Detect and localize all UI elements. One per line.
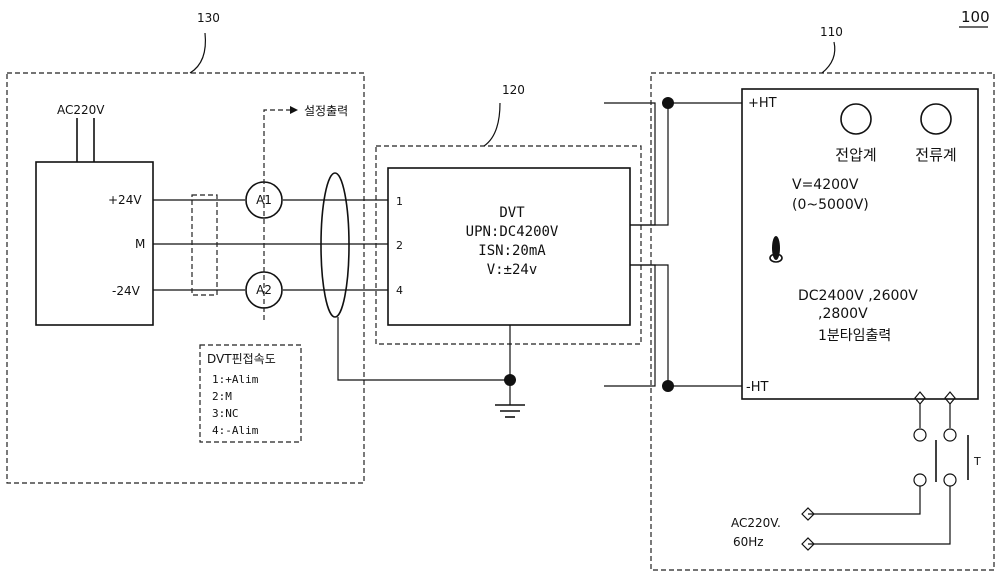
ground-junction — [504, 374, 516, 386]
contact-right-bottom — [944, 474, 956, 486]
wire-ht-plus — [630, 103, 742, 225]
cable-bundle — [321, 173, 349, 317]
pin-legend-item-2: 2:M — [212, 390, 232, 403]
ac-label-1: AC220V. — [731, 516, 781, 530]
contact-left-bottom — [914, 474, 926, 486]
wire-ac-1 — [808, 486, 920, 514]
ht-minus-label: -HT — [746, 380, 768, 395]
wire-ht-minus — [630, 265, 742, 386]
block-120-leader — [484, 103, 500, 146]
block-130-border — [7, 73, 364, 483]
voltmeter-label: 전압계 — [835, 146, 876, 164]
output-options-2: ,2800V — [818, 306, 868, 322]
junction-ht-plus — [662, 97, 674, 109]
block-130: 130 AC220V +24V M -24V A1 A2 설정출력 DVT핀접속… — [7, 11, 510, 483]
block-130-ref: 130 — [197, 11, 220, 25]
contact-left-top — [914, 429, 926, 441]
terminal-left — [915, 392, 925, 404]
block-120-ref: 120 — [502, 83, 525, 97]
junction-ht-minus — [662, 380, 674, 392]
block-110-leader — [822, 42, 835, 73]
output-options-1: DC2400V ,2600V — [798, 288, 918, 304]
set-output-label: 설정출력 — [304, 104, 348, 118]
dvt-pin-1: 1 — [396, 195, 403, 208]
ac-label-2: 60Hz — [733, 535, 764, 549]
pin-legend-item-4: 4:-Alim — [212, 424, 259, 437]
set-output-arrow — [290, 106, 298, 114]
ac-input-label: AC220V — [57, 103, 105, 117]
block-110: 110 +HT -HT 전압계 전류계 V=4200V (0~5000V) DC… — [651, 25, 994, 570]
voltage-range: (0~5000V) — [792, 197, 869, 213]
m-label: M — [135, 237, 145, 251]
plus-24v-label: +24V — [108, 193, 142, 207]
pin-legend-item-3: 3:NC — [212, 407, 239, 420]
output-timer: 1분타임출력 — [818, 328, 891, 344]
terminal-right — [945, 392, 955, 404]
contact-right-top — [944, 429, 956, 441]
ammeter-label: 전류계 — [915, 146, 956, 164]
dvt-voltage: V:±24v — [487, 262, 538, 278]
figure-number: 100 — [961, 8, 990, 26]
voltmeter-dial — [841, 104, 871, 134]
knob-icon — [772, 236, 780, 260]
dvt-upn: UPN:DC4200V — [466, 224, 559, 240]
timer-switch-label: T — [973, 455, 981, 468]
dvt-name: DVT — [499, 205, 525, 221]
voltage-setting: V=4200V — [792, 177, 859, 193]
block-120: 120 1 2 4 DVT UPN:DC4200V ISN:20mA V:±24… — [376, 83, 641, 417]
ammeter-dial — [921, 104, 951, 134]
minus-24v-label: -24V — [112, 284, 141, 298]
dvt-isn: ISN:20mA — [478, 243, 546, 259]
connector-box — [192, 195, 217, 295]
block-130-leader — [190, 33, 205, 73]
ht-plus-label: +HT — [748, 96, 777, 111]
dvt-pin-2: 2 — [396, 239, 403, 252]
pin-legend-item-1: 1:+Alim — [212, 373, 259, 386]
dvt-pin-4: 4 — [396, 284, 403, 297]
block-110-ref: 110 — [820, 25, 843, 39]
wire-ac-2 — [808, 486, 950, 544]
pin-legend-title: DVT핀접속도 — [207, 352, 276, 366]
